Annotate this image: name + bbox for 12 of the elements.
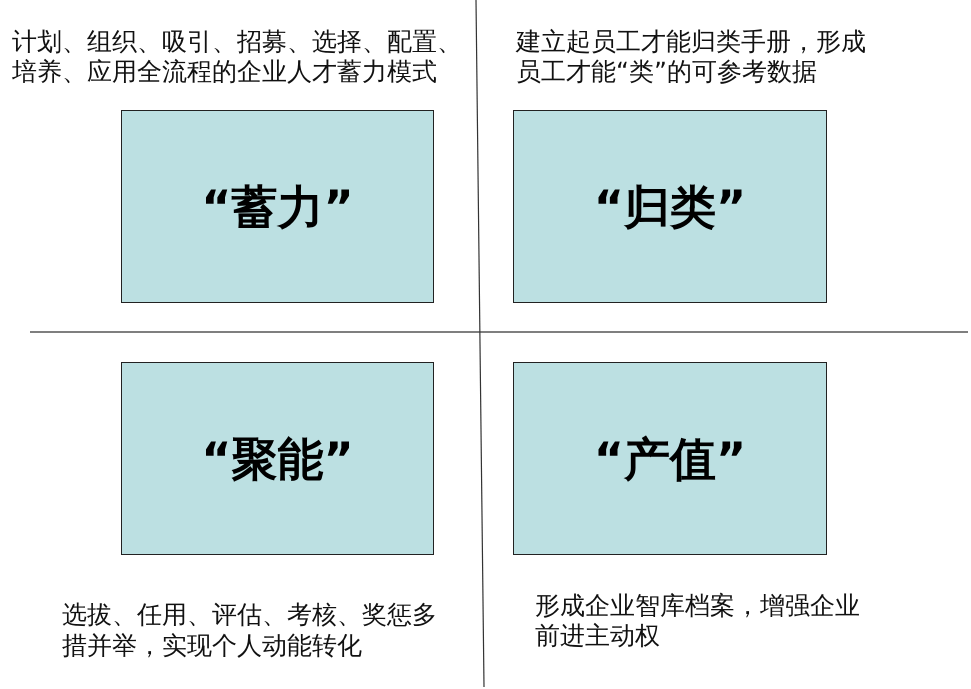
description-text: 形成企业智库档案，增强企业前进主动权 — [535, 591, 861, 651]
category-box — [121, 110, 434, 303]
description-text: 建立起员工才能归类手册，形成员工才能“类”的可参考数据 — [516, 27, 867, 87]
category-box — [513, 362, 827, 555]
box-title: “蓄力” — [201, 178, 354, 234]
box-title: “聚能” — [201, 430, 354, 486]
box-title: “归类” — [594, 178, 746, 234]
category-box — [513, 110, 827, 303]
category-box — [121, 362, 434, 555]
description-text: 选拔、任用、评估、考核、奖惩多措并举，实现个人动能转化 — [62, 599, 438, 661]
description-text: 计划、组织、吸引、招募、选择、配置、培养、应用全流程的企业人才蓄力模式 — [12, 27, 463, 87]
box-title: “产值” — [594, 430, 746, 486]
